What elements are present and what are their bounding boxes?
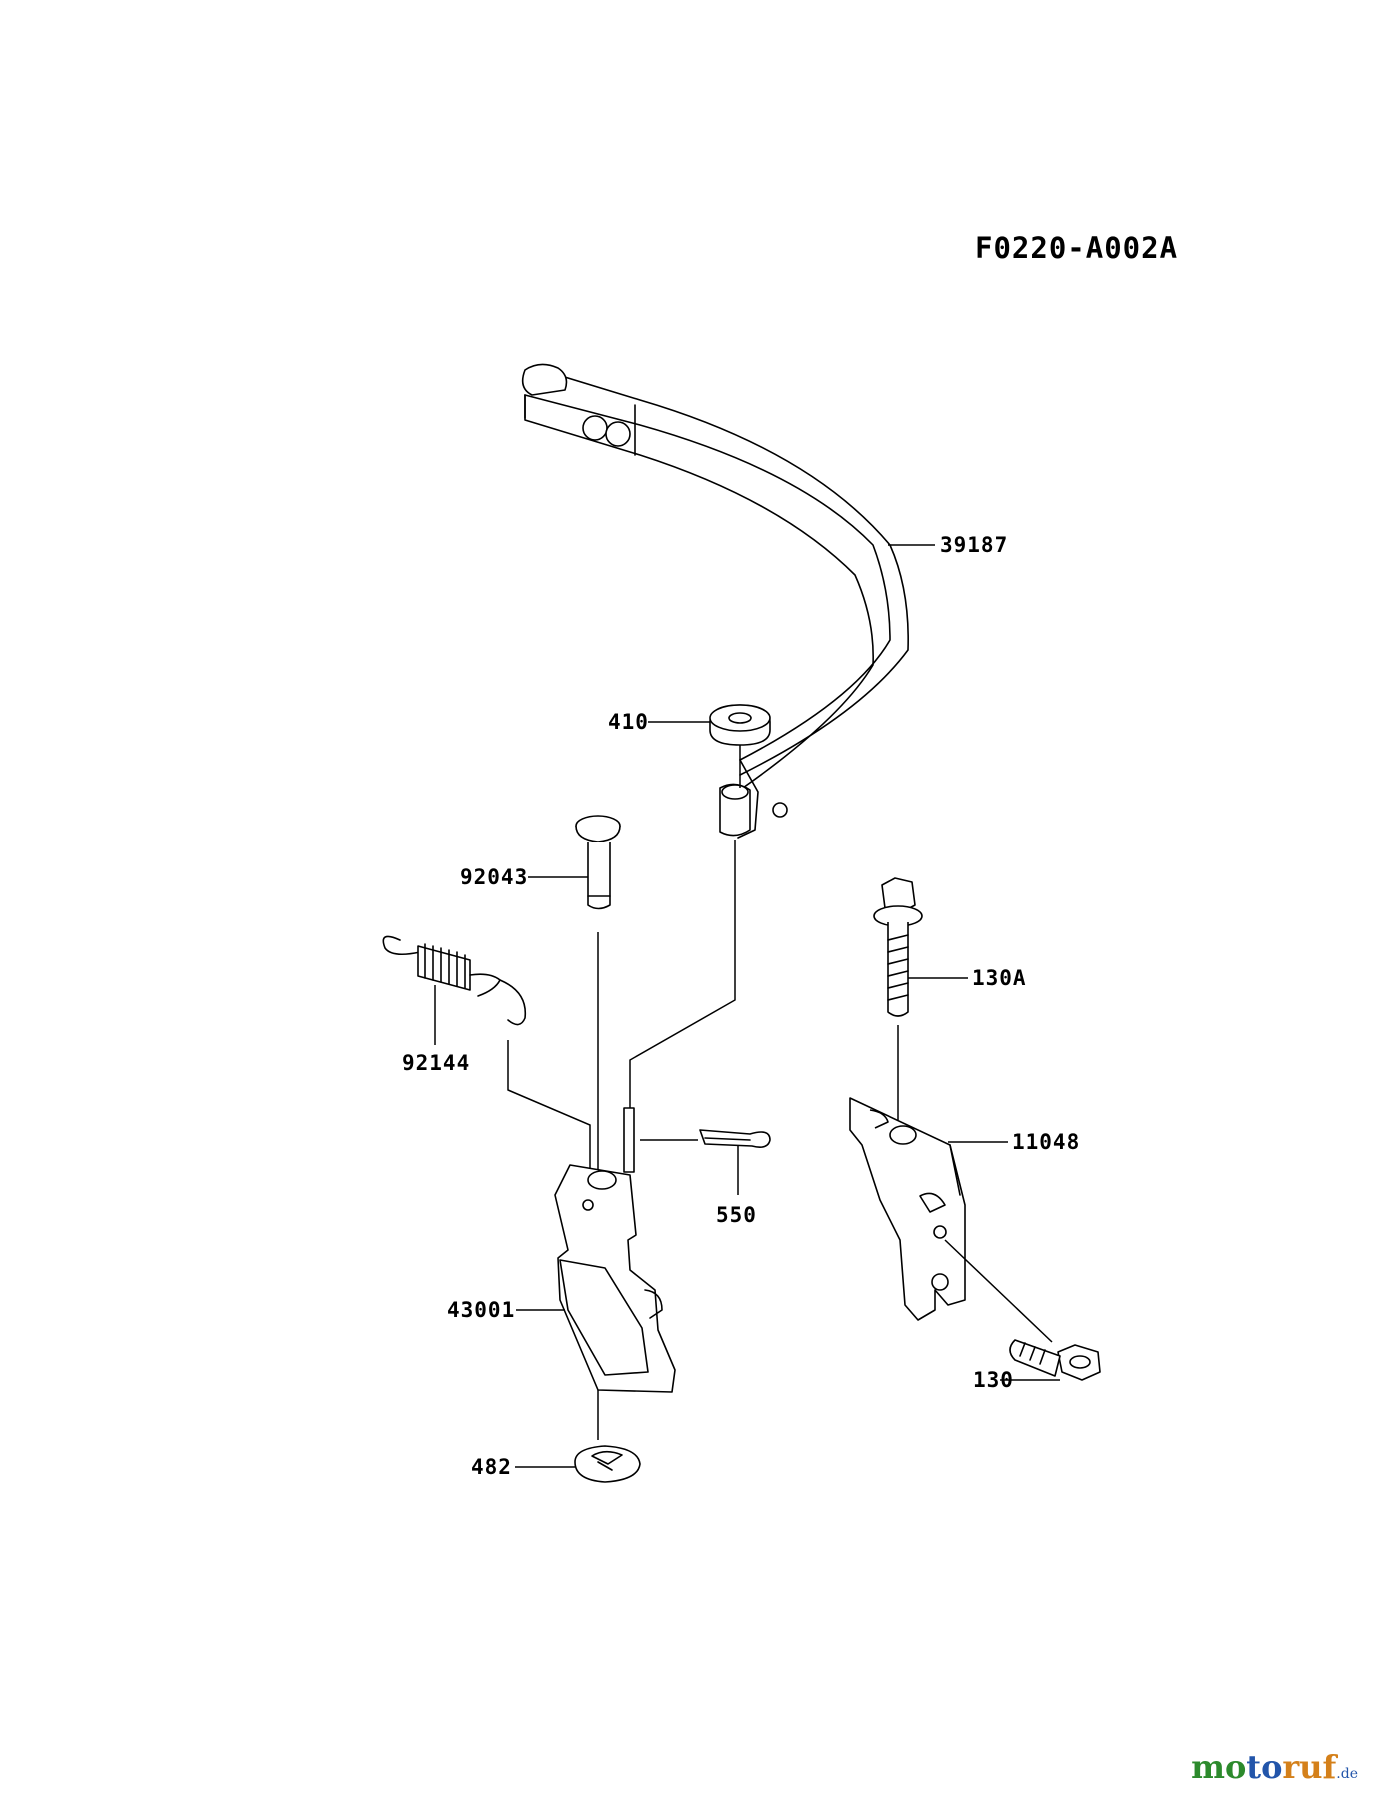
pin-92043 bbox=[575, 815, 621, 910]
label-92144: 92144 bbox=[402, 1051, 470, 1075]
leader-92144-link bbox=[507, 1040, 591, 1185]
label-130A: 130A bbox=[972, 966, 1027, 990]
bracket-11048 bbox=[849, 1097, 966, 1321]
label-550: 550 bbox=[716, 1203, 757, 1227]
watermark-logo: motoruf.de bbox=[1191, 1748, 1358, 1786]
label-482: 482 bbox=[471, 1455, 512, 1479]
bolt-130 bbox=[1009, 1339, 1101, 1381]
diagram-code: F0220-A002A bbox=[975, 231, 1178, 265]
label-410: 410 bbox=[608, 710, 649, 734]
leader-130-diag bbox=[944, 1239, 1053, 1343]
label-39187: 39187 bbox=[940, 533, 1008, 557]
e-clip-482 bbox=[574, 1445, 641, 1483]
brake-band-39187 bbox=[521, 363, 909, 839]
label-130: 130 bbox=[973, 1368, 1014, 1392]
cotter-pin-550 bbox=[699, 1129, 771, 1148]
spring-92144 bbox=[382, 935, 527, 1026]
label-92043: 92043 bbox=[460, 865, 528, 889]
label-11048: 11048 bbox=[1012, 1130, 1080, 1154]
washer-410 bbox=[709, 704, 771, 746]
bolt-130A bbox=[873, 877, 923, 1017]
label-43001: 43001 bbox=[447, 1298, 515, 1322]
leader-band-lever bbox=[629, 840, 736, 1108]
lever-43001 bbox=[554, 1107, 676, 1393]
